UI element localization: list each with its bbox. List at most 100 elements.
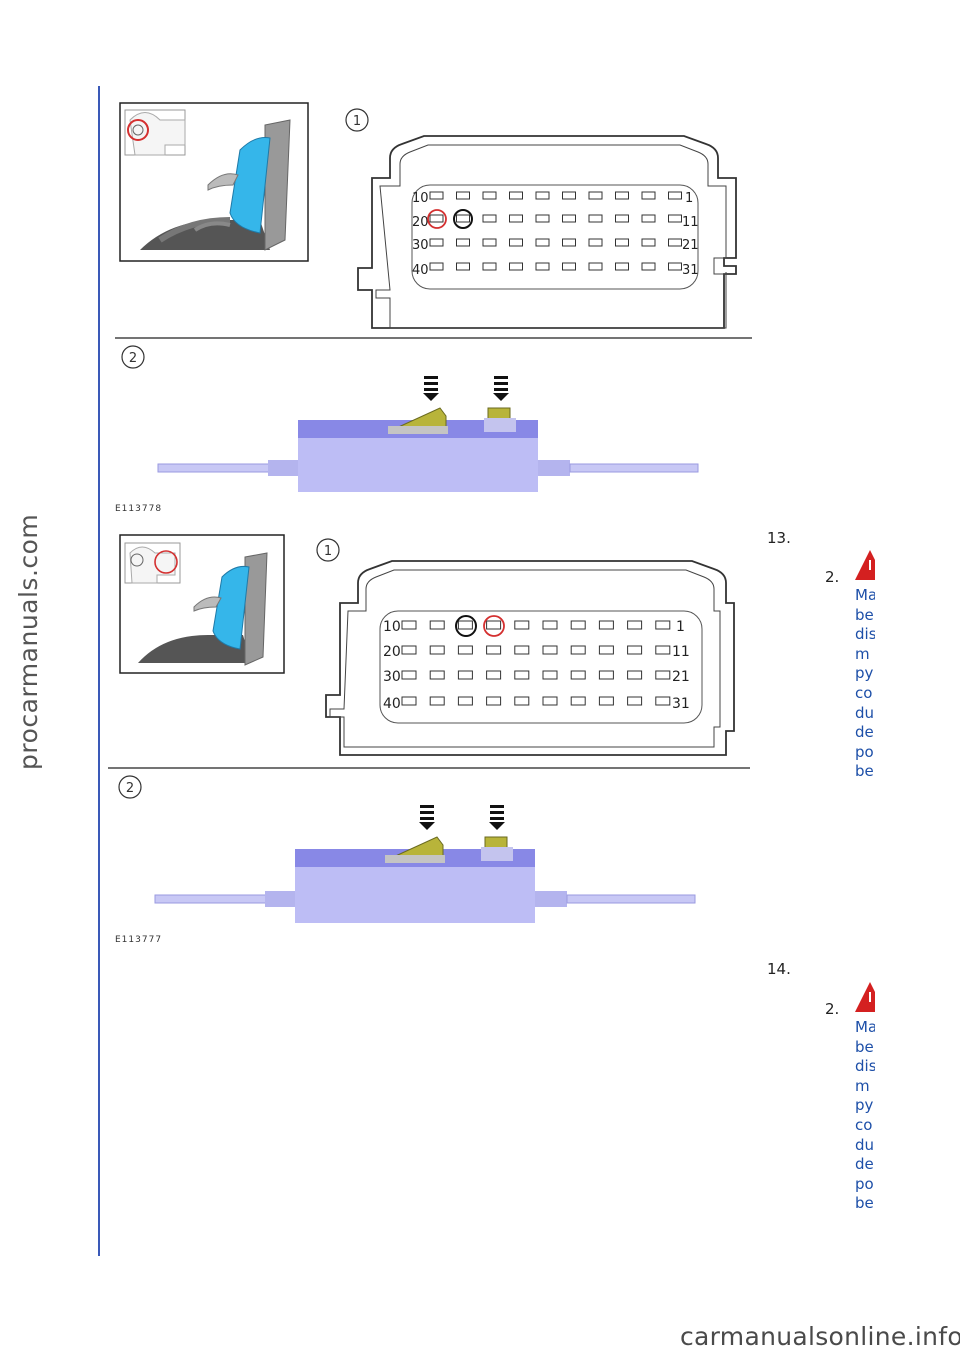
pin-slot [627,696,643,706]
pin-slot [514,620,530,630]
pin-slot [542,645,558,655]
warning-line: de [855,723,874,742]
step-13-number: 13. [767,529,791,547]
pin-slot [486,620,502,630]
pin-slot [588,191,603,200]
pin-slot [615,191,629,200]
pin-slot [509,238,523,247]
pin-label-30: 30 [383,669,401,685]
pin-slot [429,238,444,247]
pin-slot [457,620,473,630]
bottom-watermark: carmanualsonline.info [680,1322,960,1351]
step-13-warning-text: Ma be dis m py co du de po be [855,586,875,782]
pin-slot [562,238,576,247]
pin-slot [482,262,497,271]
pin-labels-left: 10 20 30 40 [412,191,429,278]
pin-label-31: 31 [672,696,690,712]
pin-slot [429,620,445,630]
pin-slot [641,238,656,247]
pin-label-1: 1 [685,191,693,206]
pin-slot [456,214,470,223]
side-watermark: procarmanuals.com [14,513,43,770]
pin-slot [570,645,586,655]
pin-slot [457,645,473,655]
step-13-substep-number: 2. [825,568,840,586]
pin-slot [457,696,473,706]
pin-labels-right: 1 11 21 31 [682,191,699,278]
pin-grid [429,191,682,271]
figure-e113778: 1 10 20 30 40 1 11 21 31 2 [115,102,752,514]
pin-label-11: 11 [682,215,699,230]
pin-slot [598,620,614,630]
warning-line: py [855,664,874,683]
black-circle-pin [455,615,477,637]
step-14-substep-number: 2. [825,1000,840,1018]
pin-label-11: 11 [672,644,690,660]
pin-slot [562,191,576,200]
pin-slot [562,214,576,223]
pin-slot [668,238,682,247]
pin-slot [542,696,558,706]
connector-side-view [154,805,696,923]
pin-slot [401,645,417,655]
red-circle-pin [483,615,505,637]
pin-slot [655,696,671,706]
pin-slot [509,262,523,271]
pin-slot [401,620,417,630]
pin-slot [429,645,445,655]
pin-slot [482,214,497,223]
warning-line: py [855,1096,874,1115]
warning-line: Ma [855,1018,875,1036]
warning-line: du [855,1135,875,1154]
warning-line: be [855,762,874,781]
callout-2: 2 [121,345,145,369]
pin-slot [598,645,614,655]
step-14-warning-text: Ma be dis m py co du de po be [855,1018,875,1214]
pin-slot [570,670,586,680]
black-circle-pin [453,209,473,229]
warning-line: de [855,1155,874,1174]
pin-slot [429,262,444,271]
pin-slot [429,670,445,680]
pin-slot [486,645,502,655]
pin-slot [562,262,576,271]
pin-labels-left: 10 20 30 40 [383,619,401,712]
warning-line: co [855,683,873,702]
pin-slot [542,620,558,630]
pin-slot [535,238,550,247]
callout-1: 1 [345,108,369,132]
warning-line: po [855,742,874,761]
seat-inset [119,102,309,262]
callout-2-text: 2 [129,351,137,366]
pin-label-10: 10 [383,619,401,635]
callout-1: 1 [316,538,340,562]
pin-slot [570,696,586,706]
pin-labels-right: 1 11 21 31 [672,619,690,712]
pin-slot [627,620,643,630]
warning-icon [855,550,875,580]
pin-slot [514,670,530,680]
pin-slot [486,670,502,680]
pin-slot [641,214,656,223]
pin-slot [655,620,671,630]
pin-slot [588,238,603,247]
pin-slot [588,262,603,271]
warning-line: m [855,1076,870,1095]
pin-slot [429,191,444,200]
connector-face [325,560,735,756]
seat-inset [119,534,285,674]
pin-slot [482,191,497,200]
connector-face [357,135,737,329]
warning-line: be [855,1194,874,1213]
warning-icon [855,982,875,1012]
pin-slot [456,238,470,247]
callout-1-text: 1 [324,544,332,559]
callout-1-text: 1 [353,114,361,129]
figure-e113777: 1 10 20 30 40 1 11 21 31 2 [108,534,750,945]
pin-slot [655,670,671,680]
pin-label-20: 20 [412,215,429,230]
warning-line: m [855,644,870,663]
pin-label-1: 1 [676,619,685,635]
pin-slot [615,214,629,223]
pin-grid [401,620,671,706]
